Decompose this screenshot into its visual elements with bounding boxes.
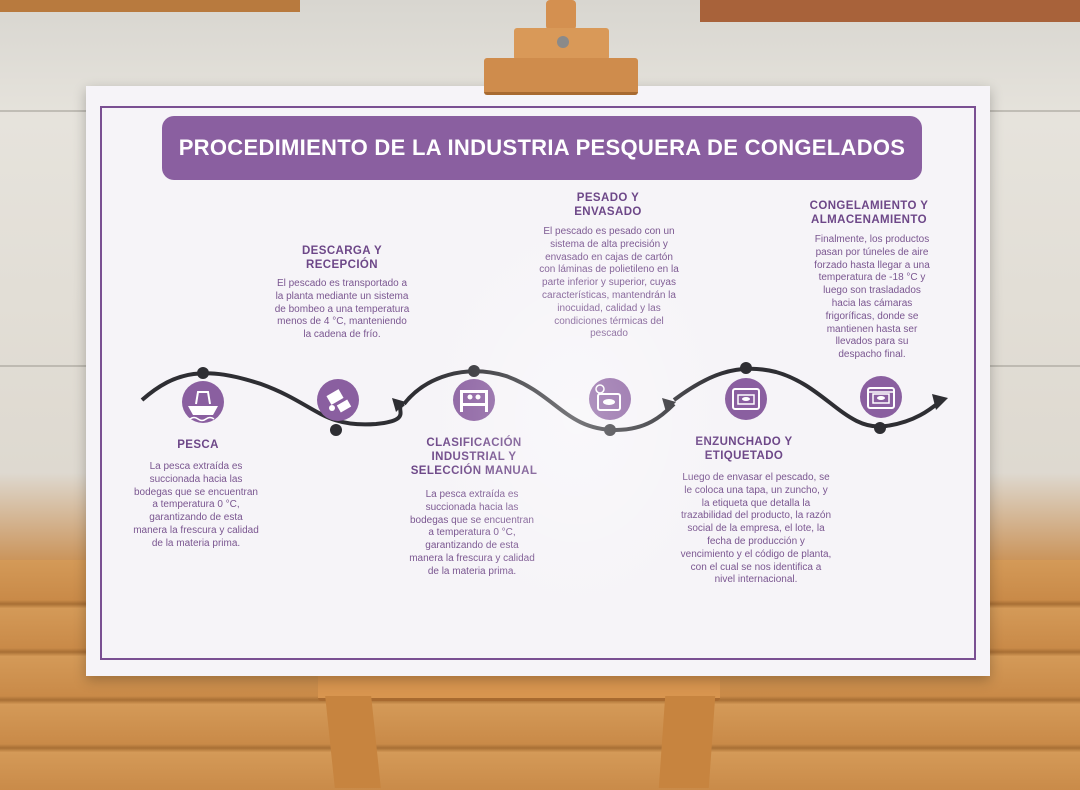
pump-icon (317, 379, 359, 421)
easel-leg (658, 696, 716, 788)
wave-node (468, 365, 480, 377)
step-text-descarga: El pescado es transportado a la planta m… (274, 278, 410, 341)
step-text-clasificacion: La pesca extraída es succionada hacia la… (409, 489, 535, 577)
step-title-clasificacion: CLASIFICACIÓN INDUSTRIAL Y SELECCIÓN MAN… (410, 437, 538, 477)
arrowhead-icon (662, 398, 676, 412)
step-title-congelamiento: CONGELAMIENTO Y ALMACENAMIENTO (809, 200, 929, 226)
step-title-descarga: DESCARGA Y RECEPCIÓN (301, 245, 383, 271)
background-frame (0, 0, 300, 12)
poster-board: PROCEDIMIENTO DE LA INDUSTRIA PESQUERA D… (86, 86, 990, 676)
step-text-enzunchado: Luego de envasar el pescado, se le coloc… (680, 472, 832, 586)
wave-segment (672, 366, 944, 429)
step-text-pesado: El pescado es pesado con un sistema de a… (539, 226, 679, 340)
wave-node (604, 424, 616, 436)
process-wave-line (140, 362, 948, 436)
labeled-box-icon (725, 378, 767, 420)
scale-fish-icon (589, 378, 631, 420)
step-text-pesca: La pesca extraída es succionada hacia la… (133, 461, 259, 549)
wave-node (874, 422, 886, 434)
poster-border (100, 106, 976, 660)
easel-clamp-top (546, 0, 576, 30)
arrowhead-icon (392, 398, 406, 412)
step-title-pesca: PESCA (177, 439, 219, 451)
poster-title: PROCEDIMIENTO DE LA INDUSTRIA PESQUERA D… (162, 116, 922, 180)
step-title-pesado: PESADO Y ENVASADO (574, 192, 642, 218)
fishing-boat-icon (182, 381, 224, 423)
step-title-enzunchado: ENZUNCHADO Y ETIQUETADO (695, 436, 793, 462)
arrowhead-icon (932, 394, 948, 410)
background-frame (700, 0, 1080, 22)
step-text-congelamiento: Finalmente, los productos pasan por túne… (814, 234, 930, 361)
wave-node (330, 424, 342, 436)
easel-clamp (484, 0, 638, 95)
screw-icon (557, 36, 569, 48)
easel-leg (325, 696, 381, 788)
wave-segment (402, 369, 676, 433)
wave-node (740, 362, 752, 374)
wave-segment (140, 371, 405, 427)
wave-node (197, 367, 209, 379)
easel-clamp-base (484, 58, 638, 95)
sorting-workers-icon (453, 379, 495, 421)
frozen-box-icon (860, 376, 902, 418)
